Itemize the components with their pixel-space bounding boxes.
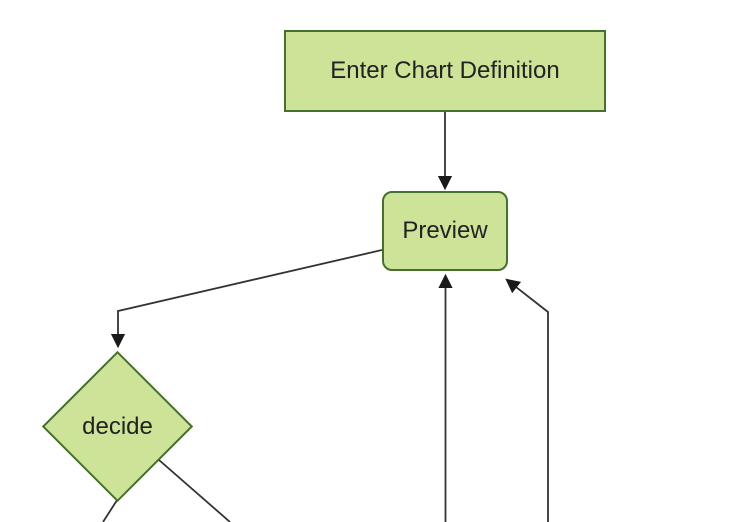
node-label: decide — [82, 412, 153, 440]
node-enter-chart-definition: Enter Chart Definition — [284, 30, 606, 112]
node-decide: decide — [42, 376, 193, 477]
node-label: Enter Chart Definition — [330, 57, 560, 84]
edge-decide-to-offscreen — [102, 500, 118, 522]
edge-offscreen-right-to-preview — [505, 278, 549, 522]
node-label: Preview — [402, 217, 488, 244]
edge-preview-to-decide — [110, 249, 383, 349]
node-preview: Preview — [382, 191, 508, 271]
